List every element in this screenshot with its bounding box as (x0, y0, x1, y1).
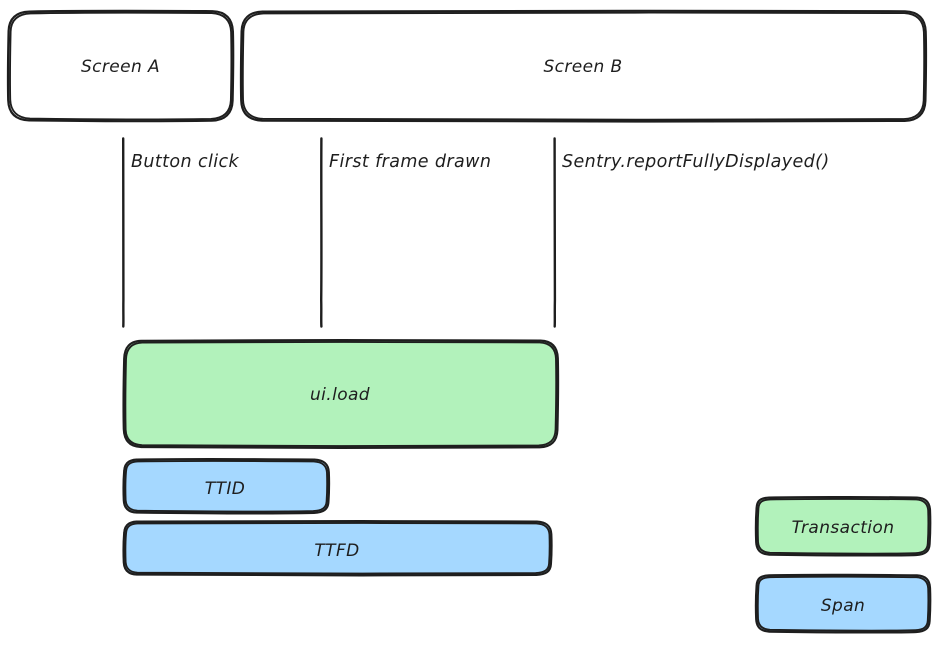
legend-transaction-label: Transaction (792, 518, 895, 538)
legend-item-span[interactable]: Span (754, 573, 932, 634)
marker-report-fully-displayed[interactable]: Sentry.reportFullyDisplayed() (553, 137, 830, 328)
marker-first-frame-drawn[interactable]: First frame drawn (319, 137, 491, 328)
bar-ttid[interactable]: TTID (122, 457, 331, 515)
screen-a-box[interactable]: Screen A (6, 9, 235, 123)
screen-b-box[interactable]: Screen B (239, 9, 928, 123)
screen-a-label: Screen A (81, 57, 160, 77)
legend-item-transaction[interactable]: Transaction (754, 495, 932, 557)
marker-button-click[interactable]: Button click (122, 137, 240, 328)
bar-ttfd[interactable]: TTFD (122, 519, 553, 577)
marker-report-fully-displayed-label: Sentry.reportFullyDisplayed() (562, 152, 830, 172)
bar-ui-load[interactable]: ui.load (122, 338, 560, 449)
marker-button-click-label: Button click (131, 152, 240, 172)
bar-ttid-label: TTID (205, 479, 245, 499)
bar-ui-load-label: ui.load (310, 385, 370, 405)
legend-span-label: Span (821, 596, 865, 616)
screen-b-label: Screen B (543, 57, 622, 77)
marker-first-frame-drawn-label: First frame drawn (329, 152, 491, 172)
bar-ttfd-label: TTFD (314, 541, 359, 561)
